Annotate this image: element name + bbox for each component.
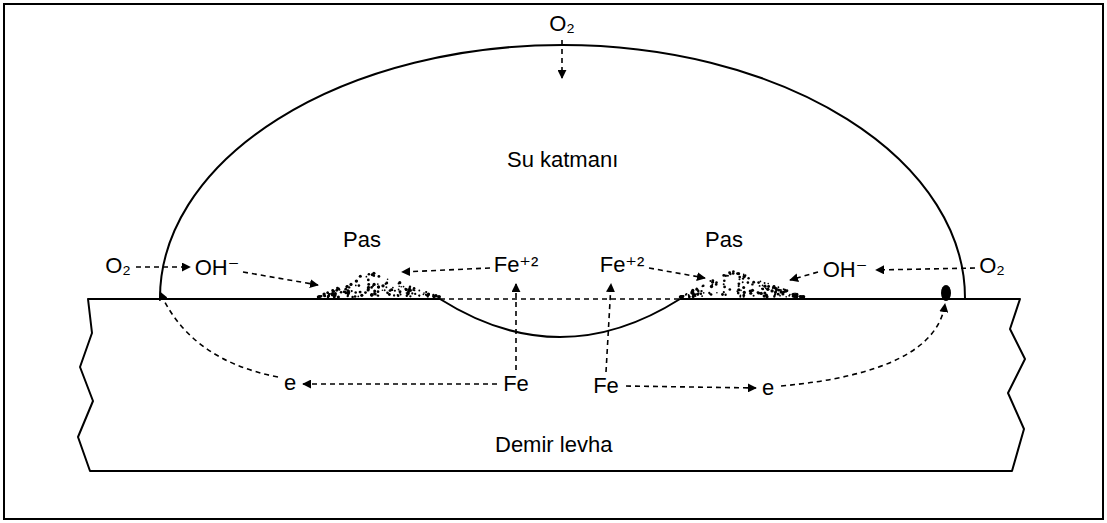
ion-arrow <box>649 268 705 278</box>
electron-label: e <box>284 371 296 395</box>
iron-ion-label: Fe⁺² <box>494 253 539 277</box>
oxygen-label: O₂ <box>549 12 575 36</box>
hydroxide-label: OH⁻ <box>823 258 868 282</box>
oxygen-label: O₂ <box>979 254 1005 278</box>
cathode-spot <box>941 285 951 301</box>
rust-label: Pas <box>705 228 743 252</box>
electron-arrow <box>781 304 945 386</box>
node-label: Su katmanı <box>507 148 618 172</box>
oxygen-arrow <box>561 40 563 78</box>
outer-frame <box>4 4 1103 519</box>
electron-label: e <box>762 376 774 400</box>
iron-label: Fe <box>593 374 619 398</box>
ion-arrow <box>606 284 611 372</box>
electron-arrow <box>160 292 278 377</box>
iron-label: Fe <box>503 372 529 396</box>
oxygen-arrow <box>876 268 975 270</box>
ion-arrow <box>402 268 490 272</box>
hydroxide-arrow <box>790 272 818 280</box>
hydroxide-arrow <box>243 272 318 285</box>
oxygen-arrow <box>136 266 190 268</box>
rust-label: Pas <box>343 228 381 252</box>
hydroxide-label: OH⁻ <box>195 256 240 280</box>
oxygen-label: O₂ <box>105 254 131 278</box>
iron-ion-label: Fe⁺² <box>600 253 645 277</box>
rust-deposit <box>317 270 805 298</box>
ion-arrow <box>515 284 517 370</box>
electron-arrow <box>303 383 497 385</box>
iron-plate: Demir levha <box>78 297 1030 473</box>
node-label: Demir levha <box>495 433 612 457</box>
electron-arrow <box>626 386 756 388</box>
original-surface-line <box>440 298 680 300</box>
